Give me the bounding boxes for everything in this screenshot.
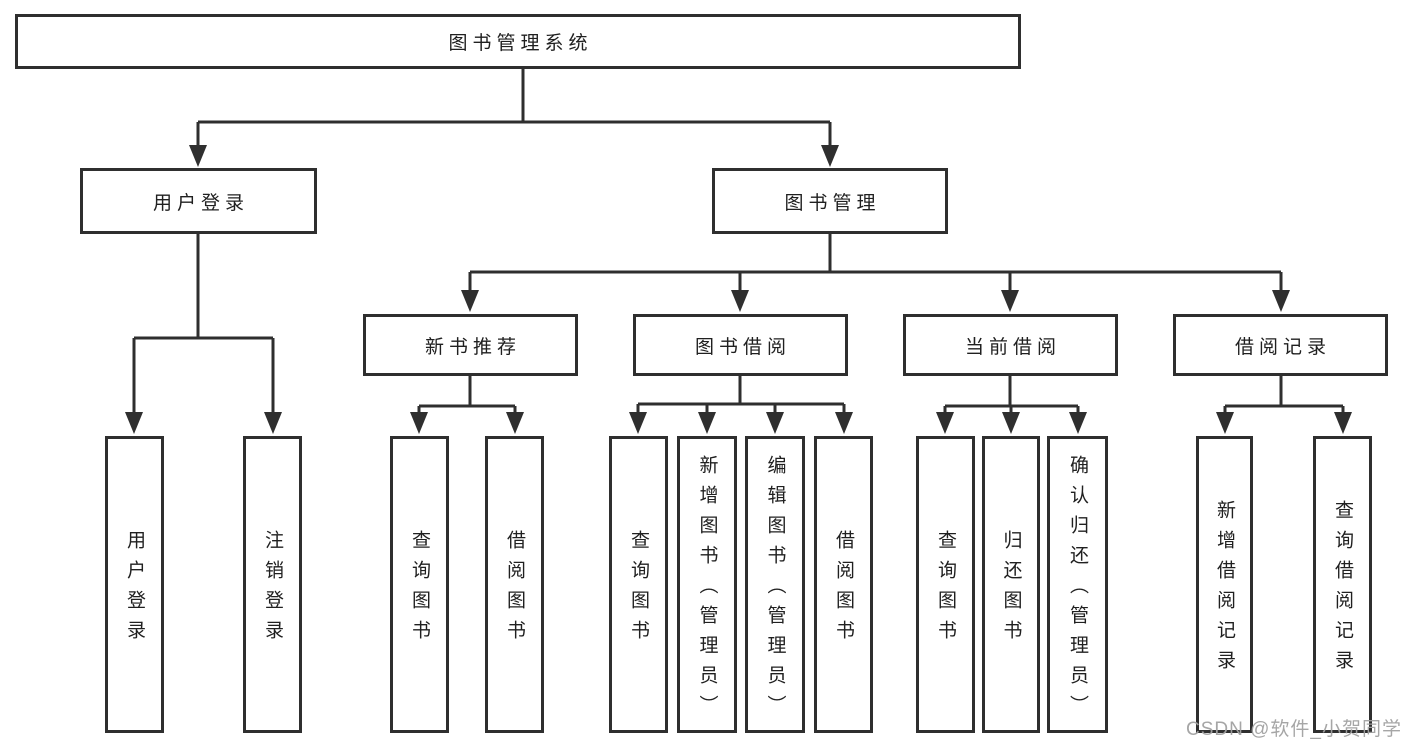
node-book-management: 图书管理 (712, 168, 948, 234)
node-new-book-recommend: 新书推荐 (363, 314, 578, 376)
leaf-borrow-books-2: 借阅图书 (814, 436, 873, 733)
node-user-login: 用户登录 (80, 168, 317, 234)
leaf-label: 借阅图书 (504, 530, 525, 650)
leaf-borrow-books-1: 借阅图书 (485, 436, 544, 733)
leaf-query-books-3: 查询图书 (916, 436, 975, 733)
leaf-label: 查询借阅记录 (1332, 500, 1353, 680)
csdn-watermark: CSDN @软件_小贺同学 (1186, 719, 1402, 740)
arrowheads (125, 145, 1352, 434)
leaf-query-books-1: 查询图书 (390, 436, 449, 733)
leaf-logout: 注销登录 (243, 436, 302, 733)
leaf-add-borrow-record: 新增借阅记录 (1196, 436, 1253, 733)
leaf-label: 查询图书 (935, 530, 956, 650)
leaf-label: 查询图书 (628, 530, 649, 650)
leaf-label: 新增图书（管理员） (696, 455, 718, 725)
leaf-label: 注销登录 (262, 530, 283, 650)
leaf-user-login: 用户登录 (105, 436, 164, 733)
leaf-label: 查询图书 (409, 530, 430, 650)
leaf-add-books-admin: 新增图书（管理员） (677, 436, 737, 733)
leaf-label: 归还图书 (1000, 530, 1022, 650)
node-system-root: 图书管理系统 (15, 14, 1021, 69)
leaf-label: 确认归还（管理员） (1067, 455, 1088, 725)
leaf-label: 用户登录 (124, 530, 145, 650)
leaf-edit-books-admin: 编辑图书（管理员） (745, 436, 805, 733)
node-borrow-record: 借阅记录 (1173, 314, 1388, 376)
leaf-label: 编辑图书（管理员） (764, 455, 786, 725)
leaf-label: 新增借阅记录 (1214, 500, 1235, 680)
leaf-query-borrow-record: 查询借阅记录 (1313, 436, 1372, 733)
node-book-borrow: 图书借阅 (633, 314, 848, 376)
node-current-borrow: 当前借阅 (903, 314, 1118, 376)
leaf-query-books-2: 查询图书 (609, 436, 668, 733)
leaf-return-books: 归还图书 (982, 436, 1040, 733)
leaf-label: 借阅图书 (833, 530, 854, 650)
leaf-confirm-return-admin: 确认归还（管理员） (1047, 436, 1108, 733)
